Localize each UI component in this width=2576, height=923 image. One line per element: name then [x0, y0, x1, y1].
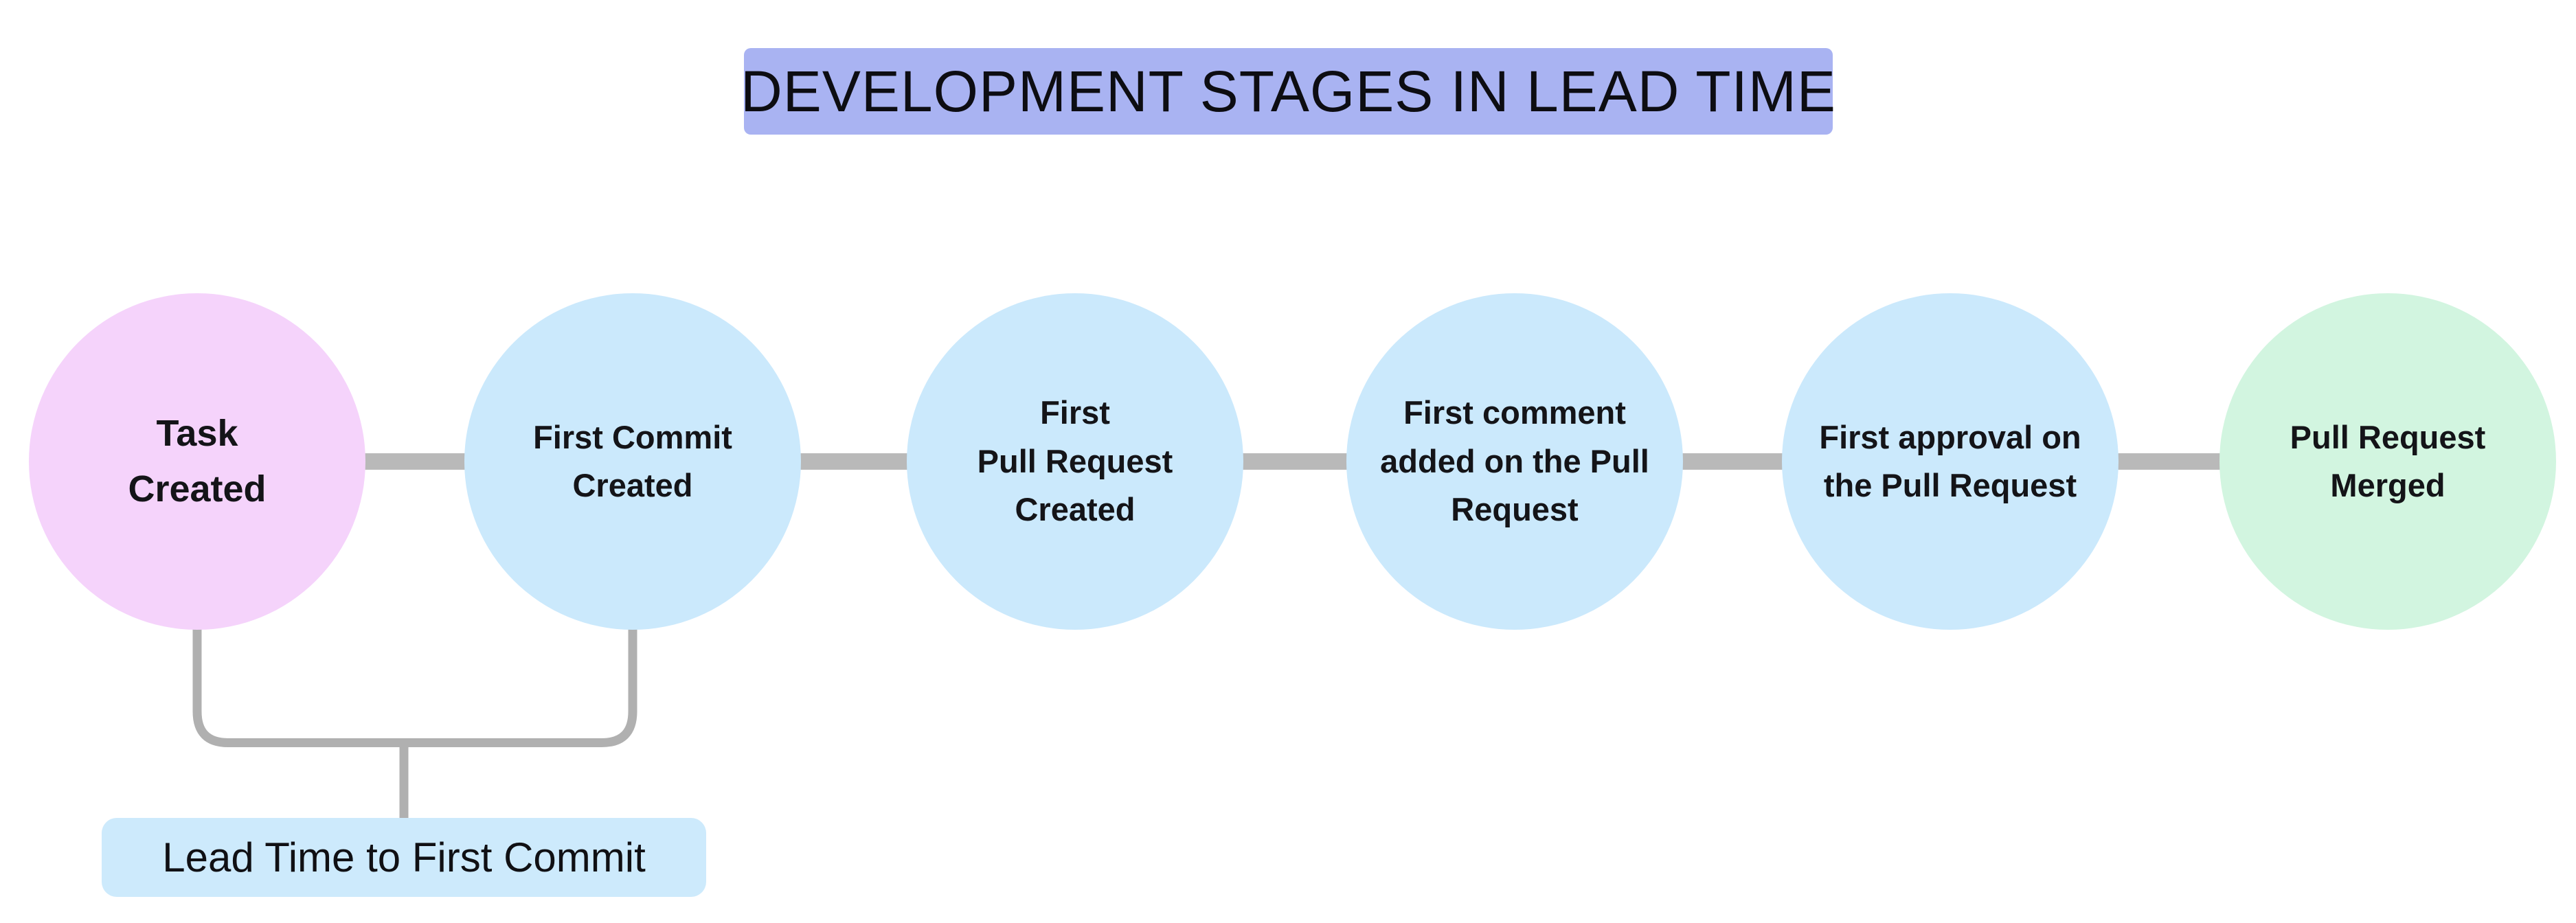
stage-label-pull-request-merged: Pull Request Merged	[2290, 418, 2486, 504]
stage-label-task-created: Task Created	[128, 413, 267, 510]
stage-node-first-commit-created: First Commit Created	[464, 293, 801, 630]
stage-label-first-comment-added: First comment added on the Pull Request	[1380, 394, 1649, 528]
stage-label-first-approval: First approval on the Pull Request	[1819, 418, 2081, 504]
stage-node-first-pull-request-created: First Pull Request Created	[907, 293, 1243, 630]
stage-label-first-pull-request-created: First Pull Request Created	[977, 394, 1173, 528]
title-banner: DEVELOPMENT STAGES IN LEAD TIME	[741, 48, 1836, 135]
stage-node-task-created: Task Created	[29, 293, 365, 630]
lead-time-bracket	[192, 627, 637, 747]
page-title: DEVELOPMENT STAGES IN LEAD TIME	[741, 58, 1836, 124]
lead-time-annotation: Lead Time to First Commit	[102, 818, 706, 897]
stage-label-first-commit-created: First Commit Created	[533, 418, 732, 504]
stage-node-pull-request-merged: Pull Request Merged	[2219, 293, 2556, 630]
lead-time-annotation-label: Lead Time to First Commit	[162, 834, 646, 880]
stage-node-first-approval: First approval on the Pull Request	[1782, 293, 2119, 630]
stage-node-first-comment-added: First comment added on the Pull Request	[1346, 293, 1683, 630]
